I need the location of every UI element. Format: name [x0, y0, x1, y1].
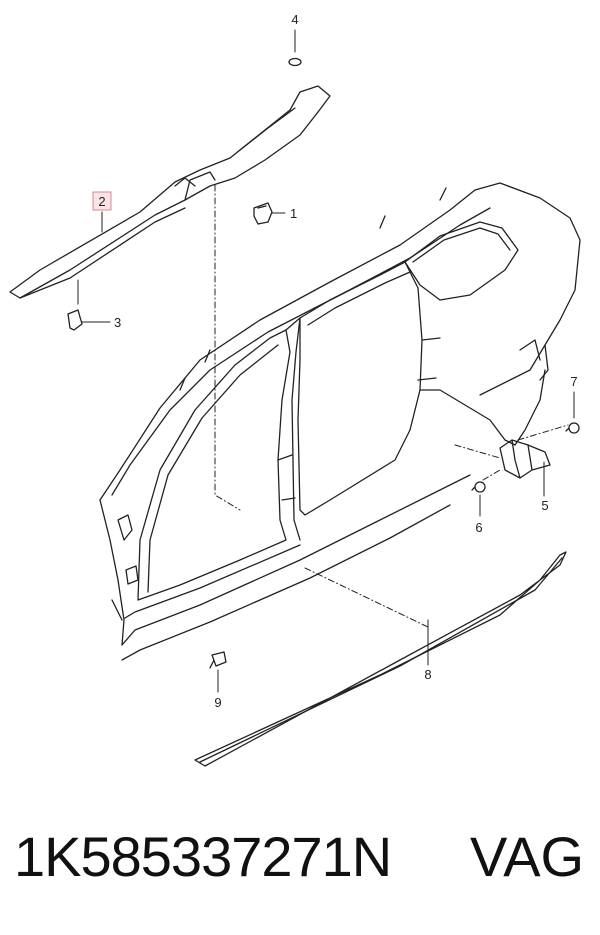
callout-6: 6	[475, 520, 482, 535]
callout-2: 2	[98, 194, 105, 209]
reference-lines	[214, 184, 569, 629]
brand-label: VAG	[470, 825, 585, 888]
callout-4: 4	[291, 12, 298, 27]
callout-9: 9	[214, 695, 221, 710]
callout-2-highlight	[92, 191, 112, 211]
leader-lines	[77, 29, 575, 693]
grommet-part-4	[288, 57, 302, 67]
screw-part-9	[209, 651, 227, 669]
screw-part-7	[565, 422, 580, 434]
callout-5: 5	[541, 498, 548, 513]
callout-3: 3	[114, 315, 121, 330]
sill-trim-strip	[194, 551, 567, 767]
callout-8: 8	[424, 667, 431, 682]
clip-part-3	[67, 309, 83, 331]
part-number: 1K585337271N	[14, 825, 392, 888]
screw-part-6	[471, 481, 486, 493]
clip-part-1	[253, 202, 273, 225]
callout-1: 1	[290, 206, 297, 221]
bracket-part-5	[499, 439, 551, 479]
side-panel	[99, 182, 581, 661]
roof-rail-trim	[9, 85, 331, 299]
parts-diagram: 2 4 1 3 7 5 6 8 9	[9, 12, 581, 767]
callout-7: 7	[570, 374, 577, 389]
